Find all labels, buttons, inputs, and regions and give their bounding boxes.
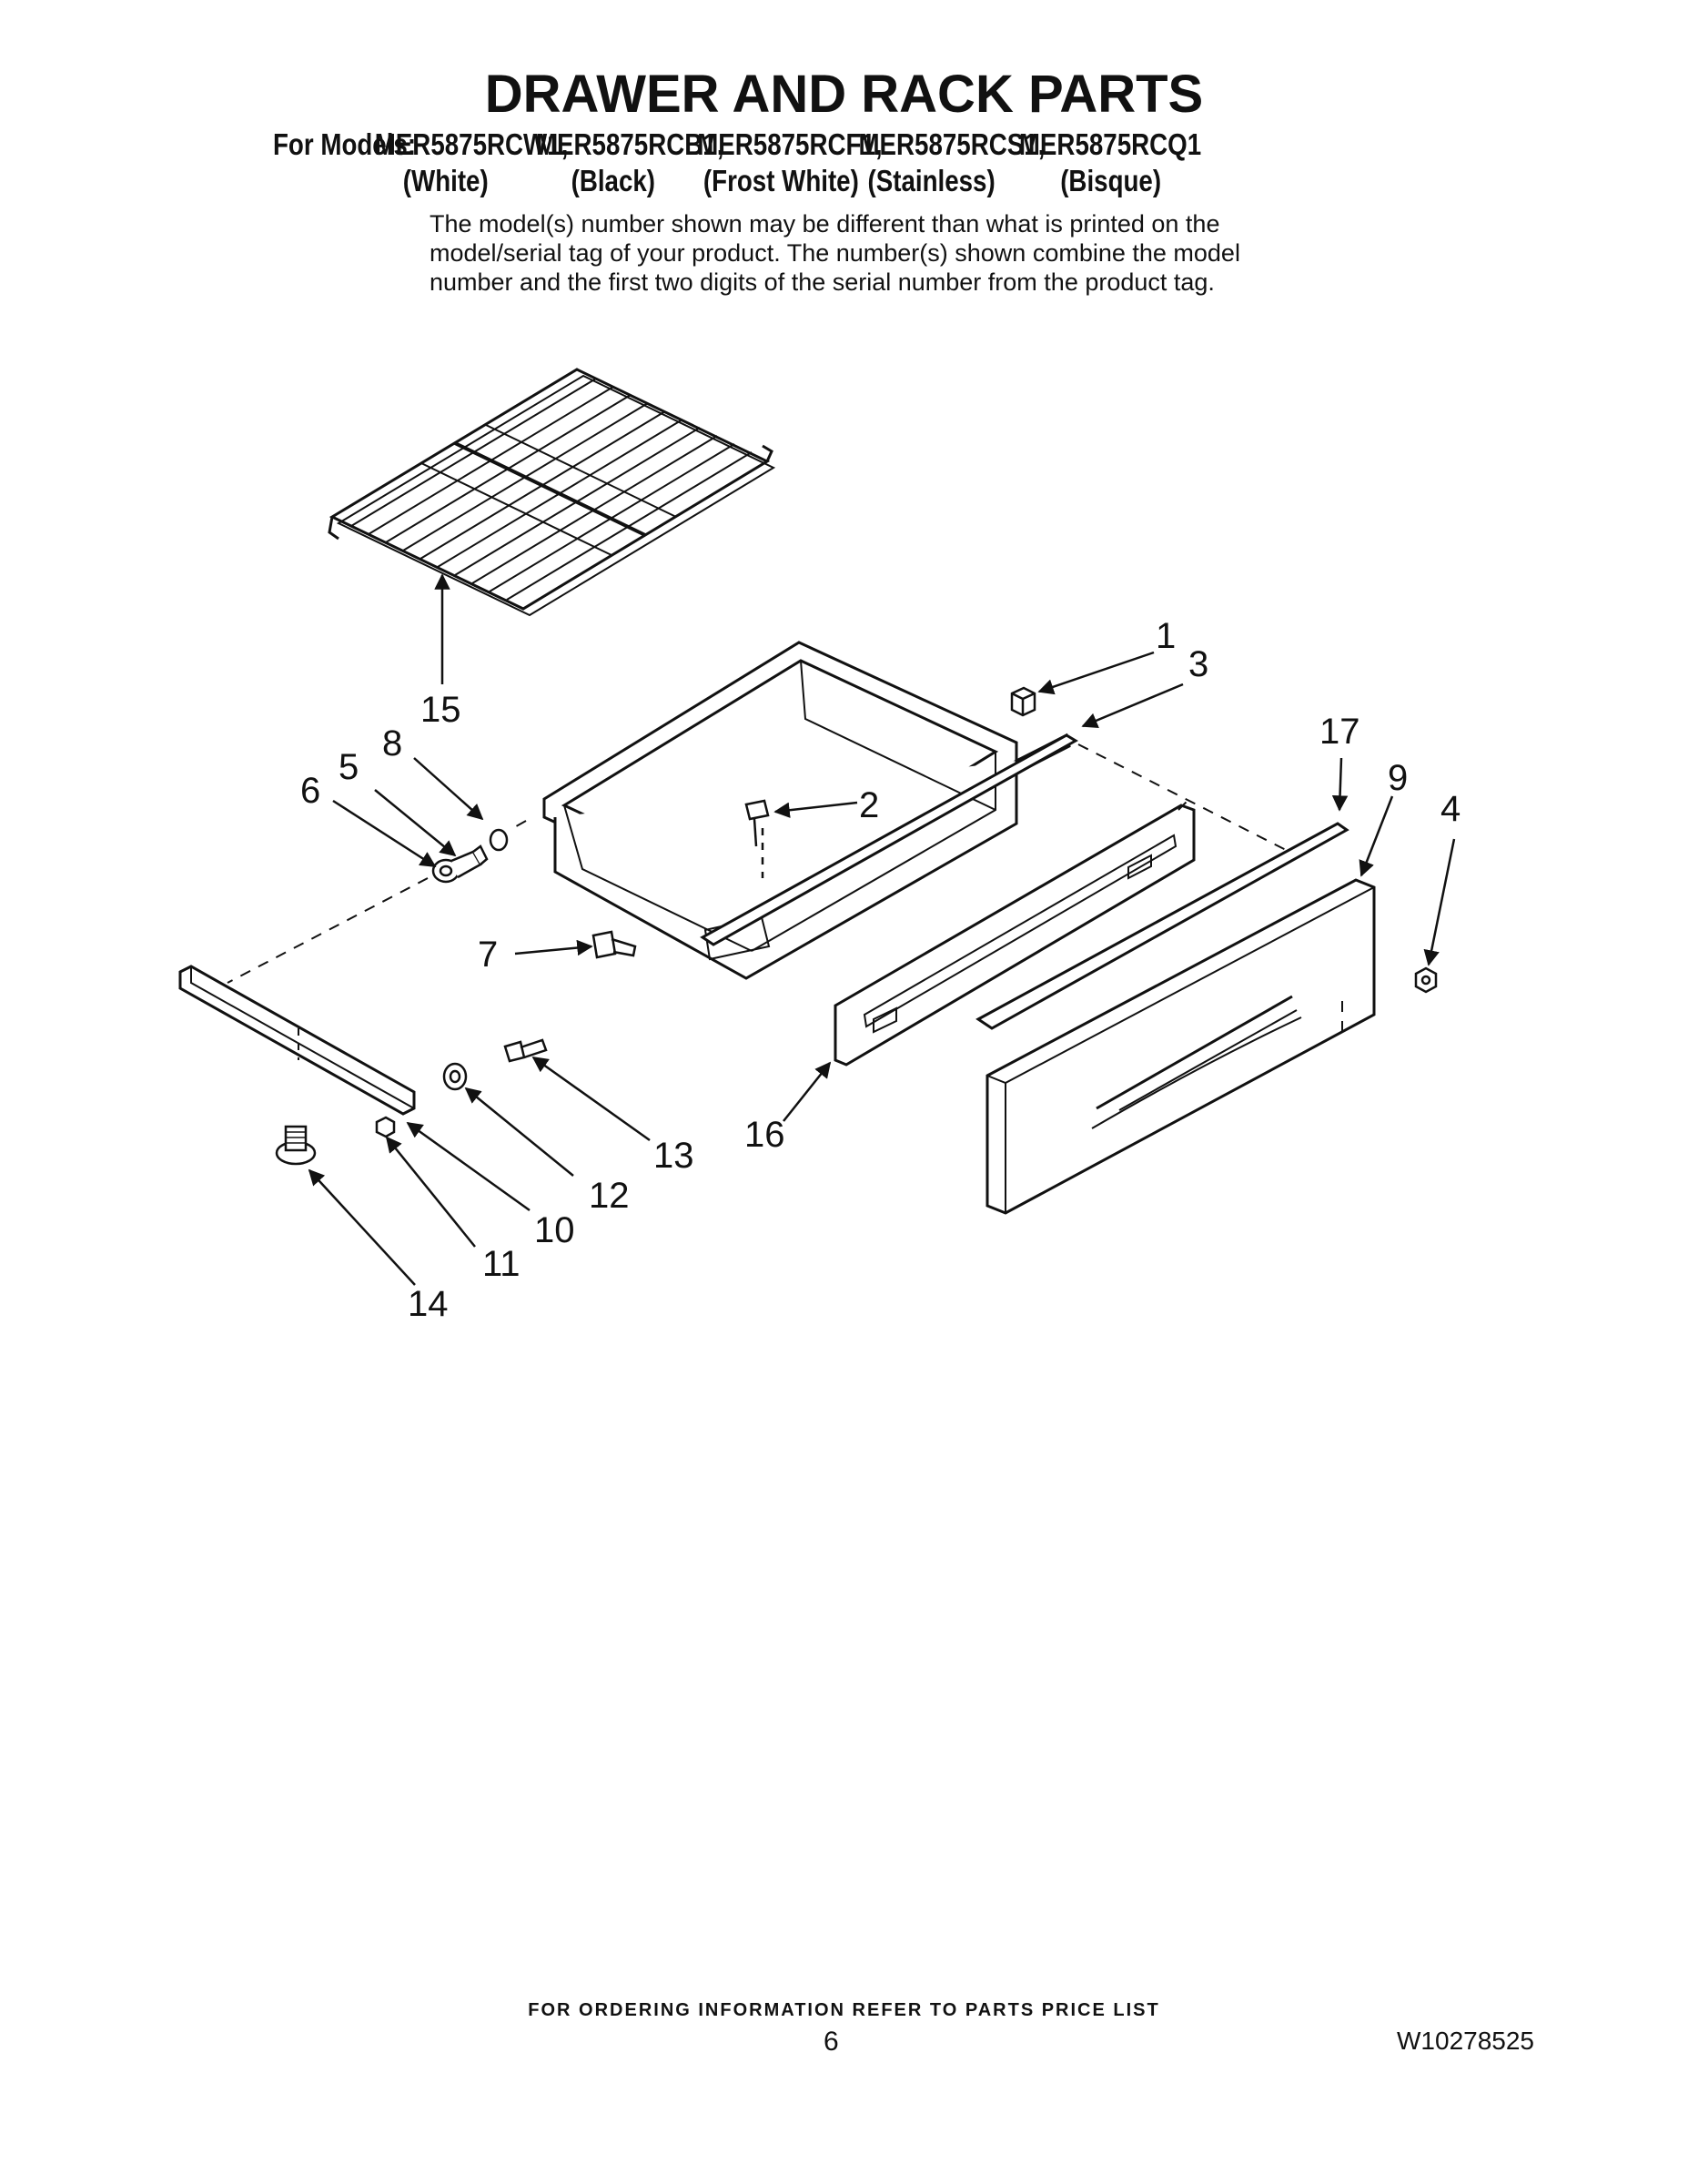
callout-5: 5 <box>339 747 359 787</box>
hex-nut <box>1414 966 1438 994</box>
callout-7: 7 <box>478 935 498 975</box>
model-number: MER5875RCQ1 <box>1018 127 1202 161</box>
model-variant: (Frost White) <box>702 164 859 197</box>
callout-14: 14 <box>408 1284 449 1324</box>
model-number-note: The model(s) number shown may be differe… <box>430 209 1240 297</box>
drawer-tub <box>542 641 1071 980</box>
drawer-inner-panel <box>834 804 1196 1067</box>
bolt-part <box>591 930 637 959</box>
model-number: MER5875RCB1, <box>535 127 724 161</box>
callout-16: 16 <box>744 1115 785 1155</box>
model-variant: (Bisque) <box>1060 164 1162 197</box>
model-number: MER5875RCF1, <box>697 127 883 161</box>
models-label: For Models: <box>273 127 417 161</box>
callout-4: 4 <box>1440 789 1461 829</box>
model-variant: (Stainless) <box>867 164 996 197</box>
drawer-front <box>986 878 1376 1215</box>
callout-11: 11 <box>482 1244 521 1284</box>
callout-leaders <box>308 573 1456 1286</box>
assembly-guide-lines <box>227 743 1343 1037</box>
slide-hardware <box>375 1038 548 1138</box>
callout-15: 15 <box>420 690 461 730</box>
callout-12: 12 <box>589 1176 630 1216</box>
callout-2: 2 <box>859 785 879 825</box>
callout-1: 1 <box>1156 616 1176 656</box>
roller-assembly <box>431 828 509 884</box>
callout-13: 13 <box>653 1136 694 1176</box>
screw-part <box>744 799 770 878</box>
ordering-info: FOR ORDERING INFORMATION REFER TO PARTS … <box>528 2000 1160 2020</box>
note-line: The model(s) number shown may be differe… <box>430 210 1220 238</box>
left-drawer-slide <box>178 965 416 1116</box>
callout-10: 10 <box>534 1210 575 1250</box>
oven-rack <box>328 368 776 617</box>
document-number: W10278525 <box>1397 2027 1535 2055</box>
model-variant: (Black) <box>571 164 656 197</box>
callout-6: 6 <box>300 771 320 811</box>
page-number: 6 <box>824 2027 839 2057</box>
drawer-trim <box>975 822 1349 1030</box>
page-title: DRAWER AND RACK PARTS <box>484 65 1204 124</box>
callout-8: 8 <box>382 723 402 763</box>
callout-9: 9 <box>1388 758 1408 798</box>
note-line: number and the first two digits of the s… <box>430 268 1215 296</box>
model-number: MER5875RCW1, <box>374 127 569 161</box>
callout-3: 3 <box>1188 644 1208 684</box>
right-drawer-slide <box>700 733 1078 946</box>
leveling-glide <box>275 1125 317 1166</box>
model-variant: (White) <box>402 164 489 197</box>
model-number: MER5875RCS1, <box>858 127 1046 161</box>
clip-part <box>1010 686 1036 717</box>
note-line: model/serial tag of your product. The nu… <box>430 239 1240 267</box>
callout-17: 17 <box>1319 712 1360 752</box>
